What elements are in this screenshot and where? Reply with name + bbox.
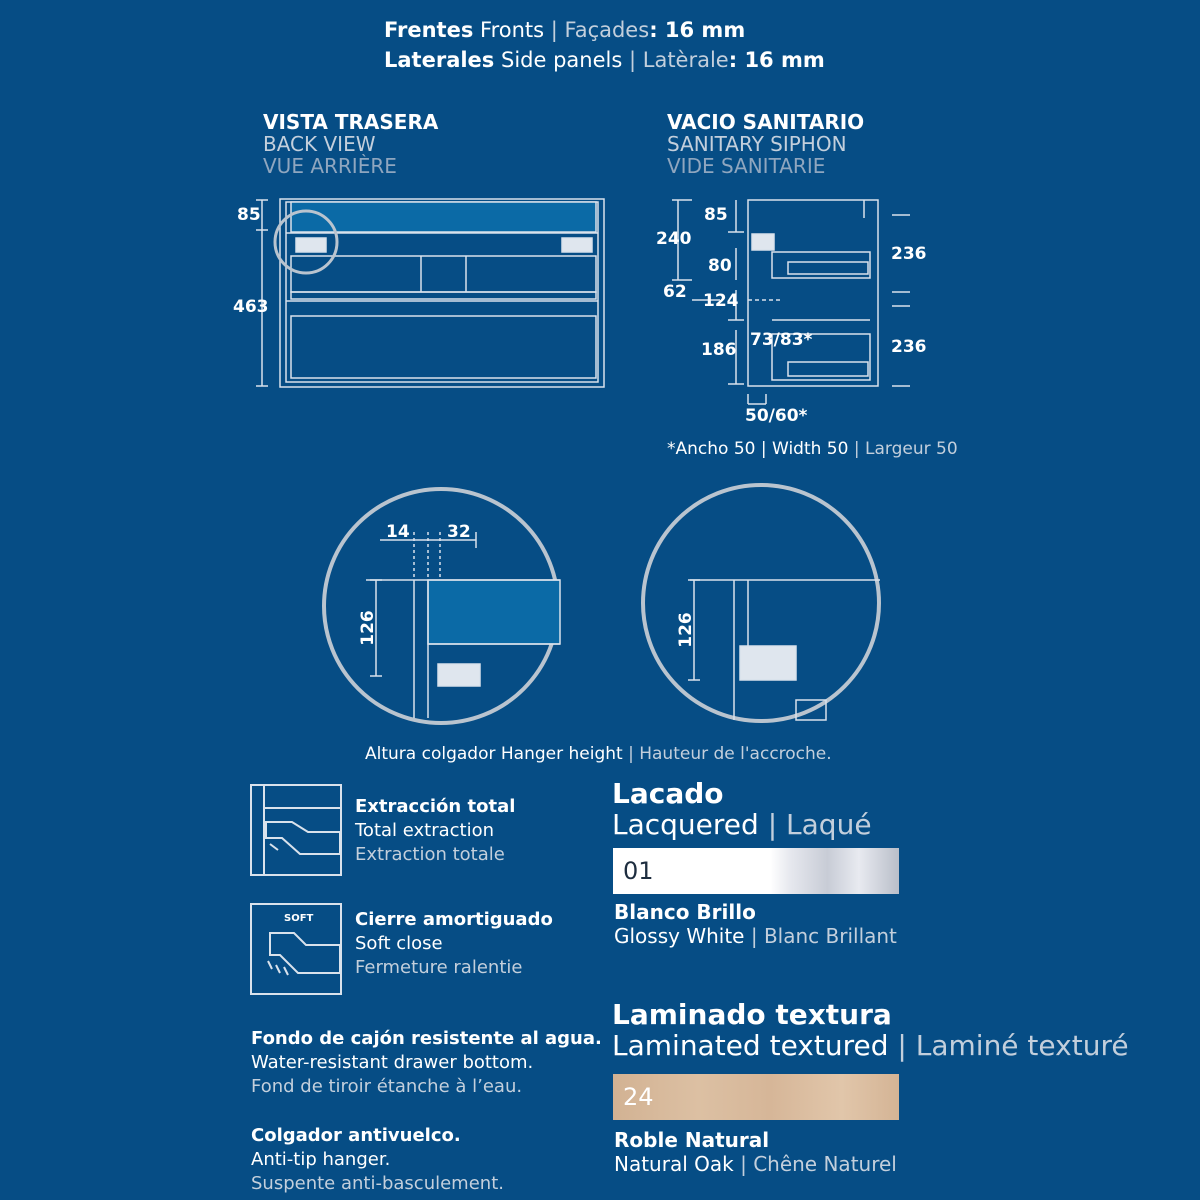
- feature-total-extraction-fr: Extraction totale: [355, 844, 505, 865]
- hanger-caption: Altura colgador Hanger height | Hauteur …: [365, 744, 832, 764]
- siphon-view-drawing: [672, 199, 910, 405]
- siphon-view-title-fr: VIDE SANITARIE: [667, 154, 826, 178]
- dim-back-85: 85: [237, 205, 261, 225]
- hanger-caption-es: Altura colgador: [365, 744, 496, 764]
- laminated-subtitle-en: Laminated textured: [612, 1029, 889, 1062]
- feature-anti-tip-es: Colgador antivuelco.: [251, 1125, 461, 1146]
- sides-label-es: Laterales: [384, 48, 495, 72]
- feature-anti-tip: Colgador antivuelco. Anti-tip hanger. Su…: [251, 1124, 504, 1196]
- feature-total-extraction-en: Total extraction: [355, 820, 495, 841]
- back-view-title-en: BACK VIEW: [263, 132, 376, 156]
- width-note-en: Width 50: [772, 439, 849, 459]
- lacquered-subtitle-fr: Laqué: [786, 808, 872, 841]
- separator: |: [853, 439, 860, 459]
- separator: |: [628, 48, 637, 72]
- finish-name-fr: Chêne Naturel: [753, 1152, 897, 1176]
- dim-detail-14: 14: [386, 522, 410, 542]
- fronts-label-fr: Façades: [564, 18, 650, 42]
- width-note: *Ancho 50 | Width 50 | Largeur 50: [667, 439, 958, 459]
- separator: |: [760, 439, 767, 459]
- width-note-es: *Ancho 50: [667, 439, 756, 459]
- laminated-subtitle-fr: Laminé texturé: [915, 1029, 1129, 1062]
- hanger-caption-fr: Hauteur de l'accroche.: [639, 744, 832, 764]
- laminated-title: Laminado textura: [612, 998, 892, 1031]
- feature-water-resistant-en: Water-resistant drawer bottom.: [251, 1052, 534, 1073]
- lacquered-subtitle-en: Lacquered: [612, 808, 759, 841]
- dim-siphon-124: 124: [703, 291, 739, 311]
- feature-soft-close-fr: Fermeture ralentie: [355, 957, 523, 978]
- width-note-fr: Largeur 50: [865, 439, 958, 459]
- dim-siphon-7383: 73/83*: [750, 330, 813, 350]
- siphon-view-title-en: SANITARY SIPHON: [667, 132, 847, 156]
- finish-name-fr: Blanc Brillant: [763, 924, 897, 948]
- finish-natural-oak: Roble Natural Natural Oak | Chêne Nature…: [614, 1128, 897, 1176]
- detail-right: [641, 483, 881, 723]
- separator: |: [740, 1152, 747, 1176]
- laminated-subtitle: Laminated textured | Laminé texturé: [612, 1029, 1129, 1062]
- dim-siphon-236-bottom: 236: [891, 337, 927, 357]
- finish-name-es: Blanco Brillo: [614, 900, 756, 924]
- dim-detail-left-126: 126: [357, 610, 378, 646]
- feature-anti-tip-fr: Suspente anti-basculement.: [251, 1173, 504, 1194]
- feature-total-extraction-es: Extracción total: [355, 796, 516, 817]
- finish-glossy-white: Blanco Brillo Glossy White | Blanc Brill…: [614, 900, 897, 948]
- finish-name-en: Natural Oak: [614, 1152, 734, 1176]
- dim-siphon-80: 80: [708, 256, 732, 276]
- dim-detail-right-126: 126: [675, 612, 696, 648]
- back-view-drawing: [256, 198, 605, 388]
- dim-siphon-62: 62: [663, 282, 687, 302]
- dim-siphon-240: 240: [656, 229, 692, 249]
- feature-water-resistant: Fondo de cajón resistente al agua. Water…: [251, 1027, 602, 1099]
- feature-soft-close: Cierre amortiguado Soft close Fermeture …: [355, 908, 553, 980]
- feature-anti-tip-en: Anti-tip hanger.: [251, 1149, 391, 1170]
- separator: |: [767, 808, 778, 841]
- total-extraction-icon: [250, 784, 342, 876]
- siphon-view-title: VACIO SANITARIO SANITARY SIPHON VIDE SAN…: [667, 111, 864, 177]
- swatch-glossy-white[interactable]: 01: [613, 848, 899, 894]
- fronts-label-en: Fronts: [480, 18, 545, 42]
- dim-siphon-85: 85: [704, 205, 728, 225]
- back-view-title-fr: VUE ARRIÈRE: [263, 154, 397, 178]
- finish-name-en: Glossy White: [614, 924, 745, 948]
- fronts-value: : 16 mm: [649, 18, 746, 42]
- separator: |: [897, 1029, 907, 1062]
- back-view-title: VISTA TRASERA BACK VIEW VUE ARRIÈRE: [263, 111, 438, 177]
- fronts-label-es: Frentes: [384, 18, 474, 42]
- feature-water-resistant-fr: Fond de tiroir étanche à l’eau.: [251, 1076, 523, 1097]
- feature-total-extraction: Extracción total Total extraction Extrac…: [355, 795, 515, 867]
- dim-siphon-186: 186: [701, 340, 737, 360]
- swatch-code: 01: [623, 857, 654, 885]
- lacquered-subtitle: Lacquered | Laqué: [612, 808, 872, 841]
- sides-label-fr: Latèrale: [642, 48, 729, 72]
- feature-soft-close-es: Cierre amortiguado: [355, 909, 553, 930]
- soft-close-icon: SOFT: [250, 903, 342, 995]
- hanger-caption-en: Hanger height: [500, 744, 623, 764]
- swatch-natural-oak[interactable]: 24: [613, 1074, 899, 1120]
- feature-water-resistant-es: Fondo de cajón resistente al agua.: [251, 1028, 602, 1049]
- separator: |: [750, 924, 758, 948]
- dim-detail-32: 32: [447, 522, 471, 542]
- separator: |: [628, 744, 634, 764]
- dim-siphon-236-top: 236: [891, 244, 927, 264]
- dim-siphon-5060: 50/60*: [745, 406, 808, 426]
- siphon-view-title-es: VACIO SANITARIO: [667, 110, 865, 134]
- fronts-thickness: Frentes Fronts | Façades: 16 mm: [384, 18, 745, 42]
- sides-thickness: Laterales Side panels | Latèrale: 16 mm: [384, 48, 825, 72]
- separator: |: [550, 18, 558, 42]
- dim-back-463: 463: [233, 297, 269, 317]
- lacquered-title: Lacado: [612, 777, 724, 810]
- sides-value: : 16 mm: [728, 48, 825, 72]
- back-view-title-es: VISTA TRASERA: [263, 110, 439, 134]
- feature-soft-close-en: Soft close: [355, 933, 443, 954]
- finish-name-es: Roble Natural: [614, 1128, 770, 1152]
- swatch-code: 24: [623, 1083, 654, 1111]
- detail-left: [322, 487, 561, 725]
- soft-badge: SOFT: [284, 913, 314, 924]
- sides-label-en: Side panels: [501, 48, 623, 72]
